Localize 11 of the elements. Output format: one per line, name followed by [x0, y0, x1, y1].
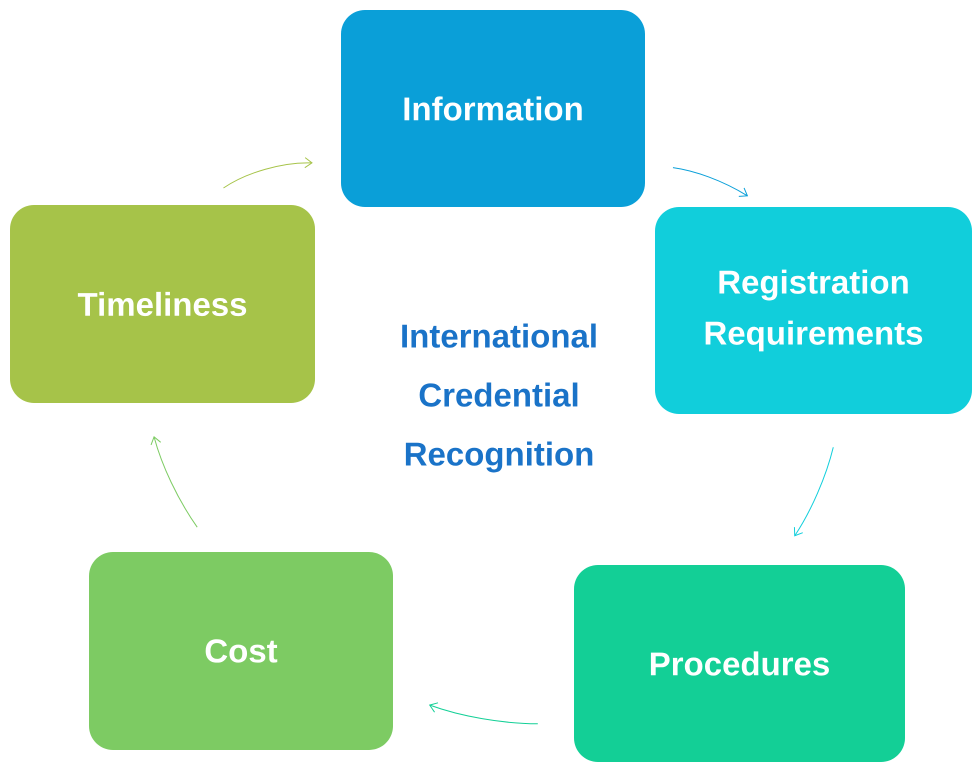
arrow — [428, 702, 538, 724]
process-box: Registration Requirements — [655, 207, 972, 414]
process-box: Timeliness — [10, 205, 315, 403]
center-title: International Credential Recognition — [402, 324, 596, 472]
arrow — [222, 157, 313, 188]
arrow — [794, 446, 834, 536]
arrow — [150, 436, 198, 528]
process-box: Procedures — [574, 564, 905, 762]
process-box: Cost — [89, 552, 393, 750]
arrow — [672, 167, 748, 197]
process-box: Information — [341, 10, 645, 207]
